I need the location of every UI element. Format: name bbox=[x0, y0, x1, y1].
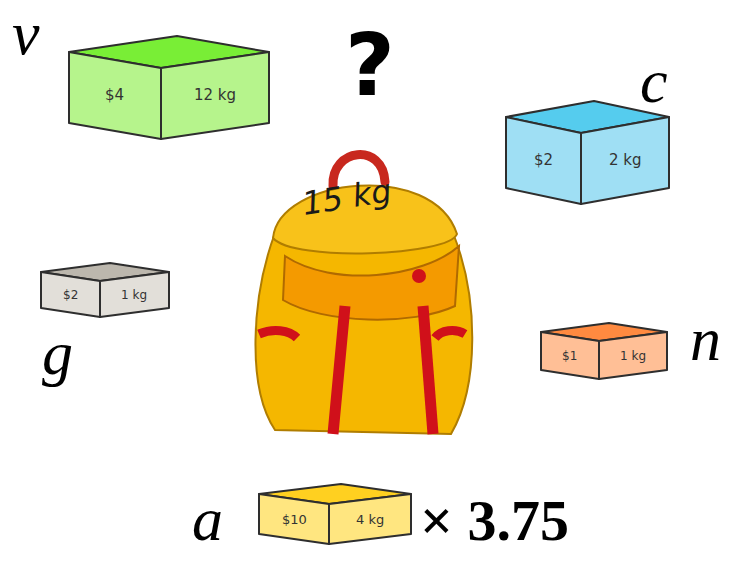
item-value: $10 bbox=[282, 513, 307, 526]
item-value: $1 bbox=[562, 350, 577, 362]
item-weight: 1 kg bbox=[620, 350, 646, 362]
item-letter: c bbox=[640, 50, 668, 112]
box-outline bbox=[258, 483, 412, 545]
item-box: $2 2 kg bbox=[505, 100, 670, 205]
item-box: $4 12 kg bbox=[68, 35, 270, 140]
question-mark: ? bbox=[345, 22, 395, 108]
item-weight: 4 kg bbox=[356, 513, 384, 526]
box-outline bbox=[540, 322, 668, 380]
box-outline bbox=[505, 100, 670, 205]
box-outline bbox=[68, 35, 270, 140]
knapsack: 15 kg bbox=[233, 138, 493, 443]
item-letter: a bbox=[192, 488, 223, 550]
item-letter: v bbox=[12, 2, 40, 64]
capacity-label: 15 kg bbox=[300, 174, 394, 220]
item-weight: 12 kg bbox=[194, 88, 236, 103]
multiplier: × 3.75 bbox=[420, 492, 569, 550]
item-value: $4 bbox=[105, 88, 124, 103]
item-letter: n bbox=[690, 308, 721, 370]
item-value: $2 bbox=[534, 153, 553, 168]
item-weight: 1 kg bbox=[121, 289, 147, 301]
item-box: $2 1 kg bbox=[40, 262, 170, 318]
item-letter: g bbox=[42, 322, 73, 384]
item-box: $1 1 kg bbox=[540, 322, 668, 380]
item-box: $10 4 kg bbox=[258, 483, 412, 545]
item-value: $2 bbox=[63, 289, 78, 301]
item-weight: 2 kg bbox=[609, 153, 642, 168]
box-outline bbox=[40, 262, 170, 318]
